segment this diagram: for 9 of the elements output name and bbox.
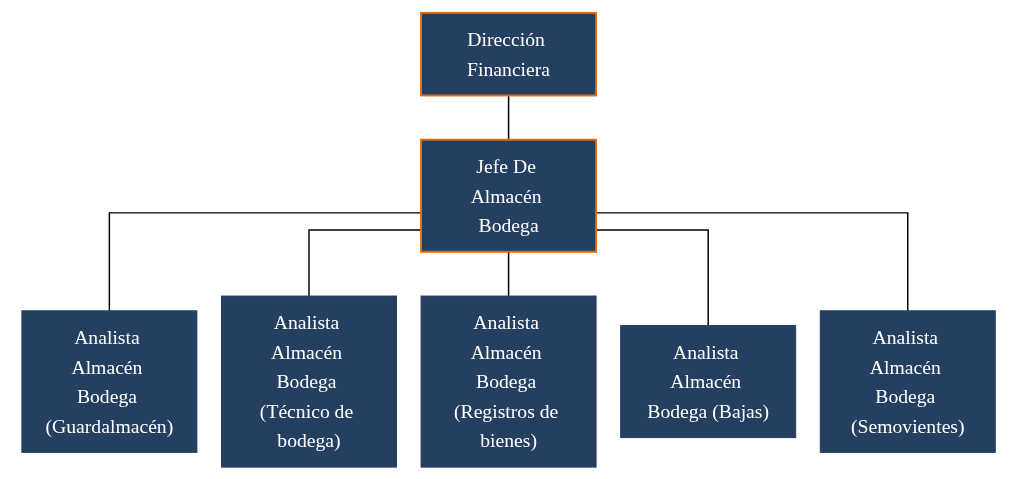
node-box: Dirección Financiera — [420, 11, 598, 96]
node-box: Analista Almacén Bodega (Bajas) — [620, 324, 797, 438]
node-box: Analista Almacén Bodega (Registros de bienes) — [421, 295, 597, 468]
node-box: Analista Almacén Bodega (Guardalmacén) — [21, 309, 198, 453]
node-box: Jefe De Almacén Bodega — [420, 138, 598, 253]
node-box: Analista Almacén Bodega (Semovientes) — [820, 309, 997, 453]
connector — [508, 250, 510, 297]
connector — [508, 94, 510, 140]
node-box: Analista Almacén Bodega (Técnico de bodega) — [221, 295, 398, 468]
